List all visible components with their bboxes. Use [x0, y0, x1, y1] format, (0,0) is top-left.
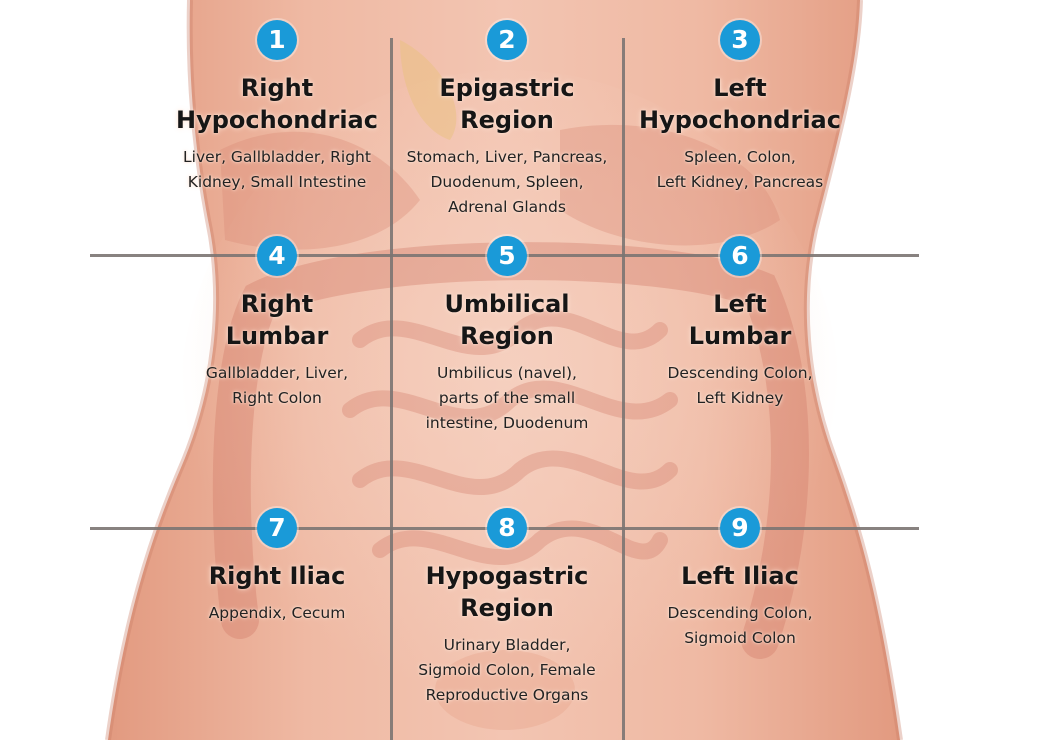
region-organs: Descending Colon, Sigmoid Colon: [667, 604, 813, 647]
region-8-hypogastric: 8 Hypogastric Region Urinary Bladder, Si…: [394, 508, 620, 708]
region-4-right-lumbar: 4 Right Lumbar Gallbladder, Liver, Right…: [164, 236, 390, 411]
region-title: Right Hypochondriac: [176, 74, 378, 134]
region-2-epigastric: 2 Epigastric Region Stomach, Liver, Panc…: [394, 20, 620, 220]
region-title: Left Iliac: [681, 562, 799, 590]
region-title: Umbilical Region: [444, 290, 570, 350]
region-6-left-lumbar: 6 Left Lumbar Descending Colon, Left Kid…: [627, 236, 853, 411]
region-title: Epigastric Region: [439, 74, 575, 134]
organ-small-intestine: [342, 310, 678, 566]
region-title: Right Lumbar: [225, 290, 329, 350]
region-number-badge: 6: [720, 236, 760, 276]
region-title: Left Hypochondriac: [639, 74, 841, 134]
region-number-badge: 1: [257, 20, 297, 60]
region-1-right-hypochondriac: 1 Right Hypochondriac Liver, Gallbladder…: [164, 20, 390, 195]
region-organs: Umbilicus (navel), parts of the small in…: [425, 364, 589, 432]
region-7-right-iliac: 7 Right Iliac Appendix, Cecum: [164, 508, 390, 626]
region-number-badge: 8: [487, 508, 527, 548]
organ-stomach: [560, 124, 780, 246]
region-3-left-hypochondriac: 3 Left Hypochondriac Spleen, Colon, Left…: [627, 20, 853, 195]
region-organs: Spleen, Colon, Left Kidney, Pancreas: [656, 148, 824, 191]
region-organs: Liver, Gallbladder, Right Kidney, Small …: [183, 148, 371, 191]
region-number-badge: 3: [720, 20, 760, 60]
region-organs: Gallbladder, Liver, Right Colon: [205, 364, 349, 407]
region-organs: Appendix, Cecum: [208, 604, 346, 622]
region-number-badge: 2: [487, 20, 527, 60]
region-5-umbilical: 5 Umbilical Region Umbilicus (navel), pa…: [394, 236, 620, 436]
region-title: Hypogastric Region: [425, 562, 589, 622]
region-title: Left Lumbar: [688, 290, 792, 350]
region-9-left-iliac: 9 Left Iliac Descending Colon, Sigmoid C…: [627, 508, 853, 651]
region-number-badge: 5: [487, 236, 527, 276]
region-organs: Descending Colon, Left Kidney: [667, 364, 813, 407]
region-organs: Urinary Bladder, Sigmoid Colon, Female R…: [418, 636, 596, 704]
region-organs: Stomach, Liver, Pancreas, Duodenum, Sple…: [406, 148, 608, 216]
region-number-badge: 7: [257, 508, 297, 548]
organ-liver: [220, 131, 420, 250]
organ-bladder: [435, 650, 575, 730]
region-number-badge: 9: [720, 508, 760, 548]
divider-vertical-right: [622, 38, 625, 740]
organ-gallbladder: [400, 40, 457, 140]
divider-vertical-left: [390, 38, 393, 740]
region-number-badge: 4: [257, 236, 297, 276]
region-title: Right Iliac: [208, 562, 346, 590]
